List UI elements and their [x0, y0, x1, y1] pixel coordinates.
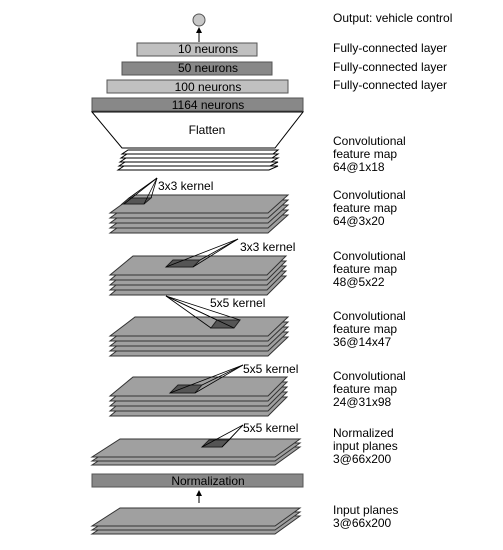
- conv-desc-3-line3: 48@5x22: [333, 275, 385, 289]
- fc-bar-10: [136, 42, 258, 57]
- conv-desc-1-line2: feature map: [333, 147, 397, 161]
- output-node: [192, 13, 206, 27]
- fc-label-1164: 1164 neurons: [172, 98, 245, 112]
- kernel-lines-5x5-b: [169, 364, 244, 394]
- conv-desc-2-line1: Convolutional: [333, 188, 406, 202]
- output-arrowhead: [196, 27, 202, 33]
- kernel-label-5x5-c: 5x5 kernel: [243, 421, 298, 435]
- fc-bar-100: [106, 79, 289, 94]
- input-arrowhead: [196, 490, 202, 496]
- kernel-label-3x3-a: 3x3 kernel: [158, 179, 213, 193]
- feature-map-24x31x98: [108, 376, 289, 417]
- input-desc-line1: Input planes: [333, 503, 398, 517]
- conv-desc-5-line1: Convolutional: [333, 369, 406, 383]
- conv-desc-3-line2: feature map: [333, 262, 397, 276]
- conv-desc-4-line2: feature map: [333, 322, 397, 336]
- conv-desc-2-line2: feature map: [333, 201, 397, 215]
- kernel-lines-5x5-a: [165, 295, 241, 329]
- conv-desc-1-line1: Convolutional: [333, 134, 406, 148]
- input-desc-line2: 3@66x200: [333, 516, 392, 530]
- conv-desc-4-line1: Convolutional: [333, 309, 406, 323]
- conv-desc-2-line3: 64@3x20: [333, 214, 385, 228]
- normalized-input-planes: [90, 438, 302, 466]
- fc-desc-10: Fully-connected layer: [333, 41, 447, 55]
- conv-desc-3-line1: Convolutional: [333, 249, 406, 263]
- conv-desc-1-line3: 64@1x18: [333, 160, 385, 174]
- output-desc: Output: vehicle control: [333, 11, 452, 25]
- fc-label-50: 50 neurons: [178, 61, 238, 75]
- feature-map-48x5x22: [108, 255, 288, 296]
- normalized-desc-line3: 3@66x200: [333, 452, 392, 466]
- kernel-label-5x5-b: 5x5 kernel: [243, 362, 298, 376]
- flatten-label: Flatten: [189, 123, 226, 137]
- kernel-label-3x3-b: 3x3 kernel: [240, 240, 295, 254]
- fc-desc-100: Fully-connected layer: [333, 78, 447, 92]
- fc-bar-1164: [91, 97, 304, 112]
- fc-bar-50: [121, 61, 273, 76]
- fc-label-100: 100 neurons: [175, 80, 242, 94]
- normalization-label: Normalization: [171, 474, 244, 488]
- feature-map-64x3x20: [108, 194, 290, 234]
- kernel-lines-3x3-b: [165, 238, 239, 268]
- kernel-lines-5x5-c: [201, 424, 244, 448]
- flatten-block: [90, 111, 305, 149]
- normalized-desc-line1: Normalized: [333, 426, 394, 440]
- conv-desc-5-line2: feature map: [333, 382, 397, 396]
- fc-label-10: 10 neurons: [178, 42, 238, 56]
- fc-desc-50: Fully-connected layer: [333, 60, 447, 74]
- feature-map-64x1x18: [116, 149, 280, 171]
- kernel-label-5x5-a: 5x5 kernel: [210, 296, 265, 310]
- kernel-lines-3x3-a: [123, 177, 158, 205]
- conv-desc-5-line3: 24@31x98: [333, 395, 392, 409]
- input-planes: [90, 507, 302, 535]
- feature-map-36x14x47: [108, 316, 290, 357]
- normalization-bar: [91, 473, 304, 488]
- normalized-desc-line2: input planes: [333, 439, 398, 453]
- conv-desc-4-line3: 36@14x47: [333, 335, 392, 349]
